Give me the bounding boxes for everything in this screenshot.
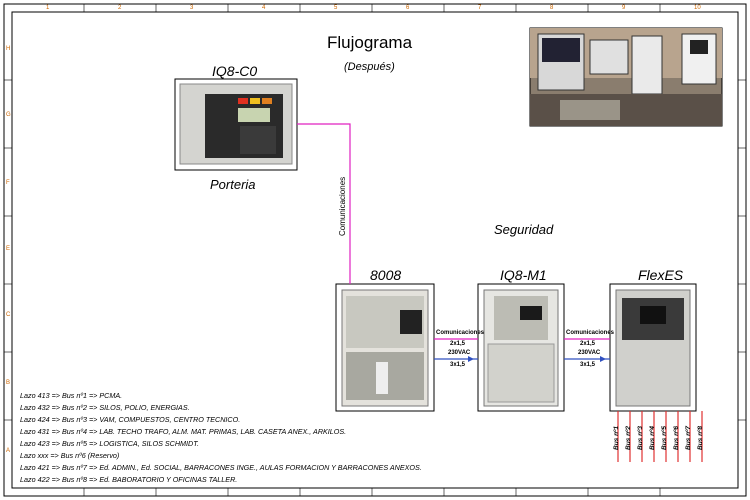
comm-line-porteria: [297, 123, 351, 284]
bus-label: Bus nº1: [613, 425, 620, 450]
bus-label: Bus nº3: [637, 425, 644, 450]
ruler-number: 4: [262, 5, 266, 11]
ruler-letter: E: [6, 246, 11, 252]
comm1-spec: 2x1,5: [450, 341, 466, 347]
comm2-spec: 2x1,5: [580, 341, 596, 347]
iq8-c0-panel-image: [174, 78, 298, 171]
legend-item: Lazo 432 => Bus nº2 => SILOS, POLIO, ENE…: [20, 403, 190, 412]
page-subtitle: (Después): [344, 61, 395, 73]
bus-lines: [617, 411, 703, 462]
ruler-number: 9: [622, 5, 626, 11]
ruler-number: 2: [118, 5, 122, 11]
porteria-caption: Porteria: [210, 177, 256, 192]
ruler-letter: G: [6, 112, 11, 118]
ruler-letter: A: [6, 448, 11, 454]
ruler-letter: C: [6, 312, 11, 318]
legend-item: Lazo xxx => Bus nº6 (Reservo): [20, 451, 120, 460]
pwr1-label: 230VAC: [448, 350, 471, 356]
iq8-m1-label: IQ8-M1: [500, 267, 547, 283]
pwr2-spec: 3x1,5: [580, 362, 596, 368]
ruler-number: 1: [46, 5, 50, 11]
iq8-m1-panel-image: [477, 283, 565, 412]
comm1-label: Comunicaciones: [436, 330, 485, 336]
loop-legend: Lazo 413 => Bus nº1 => PCMA. Lazo 432 =>…: [20, 390, 422, 486]
flexes-panel-image: [609, 283, 697, 412]
ruler-number: 5: [334, 5, 338, 11]
page-title: Flujograma: [327, 33, 413, 52]
legend-item: Lazo 431 => Bus nº4 => LAB. TECHO TRAFO,…: [20, 427, 347, 436]
ruler-number: 10: [694, 5, 701, 11]
ruler-number: 3: [190, 5, 194, 11]
control-room-photo: [529, 27, 723, 127]
ruler-letter: H: [6, 46, 11, 52]
legend-item: Lazo 421 => Bus nº7 => Ed. ADMIN., Ed. S…: [20, 463, 422, 472]
legend-item: Lazo 424 => Bus nº3 => VAM, COMPUESTOS, …: [20, 415, 241, 424]
bus-label: Bus nº7: [685, 425, 692, 450]
bus-label: Bus nº2: [625, 425, 632, 450]
bus-label: Bus nº6: [673, 425, 680, 450]
flexes-label: FlexES: [638, 267, 684, 283]
legend-item: Lazo 422 => Bus nº8 => Ed. BABORATORIO Y…: [20, 475, 238, 484]
ruler-number: 6: [406, 5, 410, 11]
bus-label: Bus nº5: [661, 425, 668, 450]
vertical-comm-label: Comunicaciones: [338, 176, 347, 236]
bus-label: Bus nº4: [649, 425, 656, 450]
legend-item: Lazo 423 => Bus nº5 => LOGISTICA, SILOS …: [20, 439, 199, 448]
ruler-letter: B: [6, 380, 11, 386]
ruler-number: 8: [550, 5, 554, 11]
pwr2-label: 230VAC: [578, 350, 601, 356]
bus-label: Bus nº8: [697, 425, 704, 450]
8008-label: 8008: [370, 267, 402, 283]
ruler-number: 7: [478, 5, 482, 11]
iq8-c0-label: IQ8-C0: [212, 63, 258, 79]
legend-item: Lazo 413 => Bus nº1 => PCMA.: [20, 391, 123, 400]
comm2-label: Comunicaciones: [566, 330, 615, 336]
8008-panel-image: [335, 283, 435, 412]
zone-label: Seguridad: [494, 222, 554, 237]
pwr1-spec: 3x1,5: [450, 362, 466, 368]
ruler-letter: F: [6, 180, 10, 186]
